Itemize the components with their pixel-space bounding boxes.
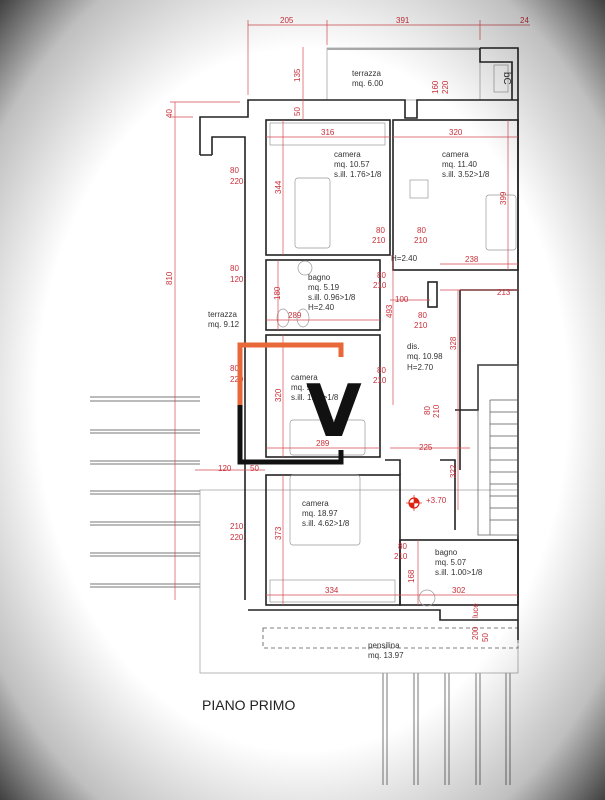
svg-text:120: 120: [218, 464, 232, 473]
svg-text:H=2.70: H=2.70: [407, 363, 434, 372]
room-camera-1: camera mq. 10.57 s.ill. 1.76>1/8 316 344: [274, 128, 382, 194]
svg-text:+3.70: +3.70: [426, 496, 447, 505]
svg-text:mq. 10.98: mq. 10.98: [407, 352, 443, 361]
svg-text:80: 80: [423, 406, 432, 415]
svg-text:210: 210: [414, 236, 428, 245]
room-dis: dis. mq. 10.98 H=2.70: [407, 342, 443, 372]
svg-text:213: 213: [497, 288, 511, 297]
svg-text:mq. 9.12: mq. 9.12: [208, 320, 240, 329]
svg-text:210: 210: [373, 376, 387, 385]
chimney-label: bC: [501, 72, 512, 85]
room-bagno-1: bagno mq. 5.19 s.ill. 0.96>1/8 H=2.40 28…: [273, 273, 356, 320]
svg-text:mq. 6.00: mq. 6.00: [352, 79, 384, 88]
svg-text:80: 80: [398, 542, 407, 551]
svg-text:pensilina: pensilina: [368, 641, 400, 650]
svg-text:bagno: bagno: [308, 273, 331, 282]
svg-text:180: 180: [273, 286, 282, 300]
svg-text:80: 80: [230, 264, 239, 273]
svg-text:100: 100: [395, 295, 409, 304]
svg-text:399: 399: [499, 191, 508, 205]
svg-text:80: 80: [417, 226, 426, 235]
svg-text:200: 200: [471, 626, 480, 640]
pensilina-label: pensilina mq. 13.97: [368, 641, 404, 660]
svg-text:mq. 18.97: mq. 18.97: [302, 509, 338, 518]
svg-text:334: 334: [325, 586, 339, 595]
svg-text:210: 210: [372, 236, 386, 245]
svg-text:camera: camera: [334, 150, 361, 159]
stairs: [477, 364, 519, 536]
svg-text:220: 220: [230, 533, 244, 542]
room-terrazza-top: terrazza mq. 6.00: [352, 69, 384, 88]
svg-text:210: 210: [414, 321, 428, 330]
svg-text:s.ill. 1.00>1/8: s.ill. 1.00>1/8: [435, 568, 483, 577]
terrazza-top-outline: [326, 47, 481, 101]
dim-135: 135: [293, 68, 302, 82]
svg-text:373: 373: [274, 526, 283, 540]
svg-text:H=2.40: H=2.40: [308, 303, 335, 312]
svg-text:210: 210: [394, 552, 408, 561]
dim-205: 205: [280, 16, 294, 25]
svg-text:344: 344: [274, 180, 283, 194]
dim-220: 220: [441, 80, 450, 94]
svg-text:s.ill. 3.52>1/8: s.ill. 3.52>1/8: [442, 170, 490, 179]
svg-text:50: 50: [250, 464, 259, 473]
svg-text:80: 80: [230, 166, 239, 175]
room-terrazza-side: terrazza mq. 9.12: [208, 310, 240, 329]
svg-text:camera: camera: [302, 499, 329, 508]
svg-text:220: 220: [230, 177, 244, 186]
svg-text:80: 80: [377, 366, 386, 375]
svg-text:225: 225: [419, 443, 433, 452]
room-camera-2: camera mq. 11.40 s.ill. 3.52>1/8 320 399: [442, 128, 508, 205]
svg-text:terrazza: terrazza: [208, 310, 237, 319]
svg-text:328: 328: [449, 336, 458, 350]
svg-text:168: 168: [407, 569, 416, 583]
svg-text:50: 50: [481, 633, 490, 642]
dim-24: 24: [520, 16, 529, 25]
svg-text:238: 238: [465, 255, 479, 264]
svg-text:120: 120: [230, 275, 244, 284]
svg-text:s.ill. 0.96>1/8: s.ill. 0.96>1/8: [308, 293, 356, 302]
svg-text:493: 493: [385, 304, 394, 318]
svg-text:mq. 5.19: mq. 5.19: [308, 283, 340, 292]
plan-title: PIANO PRIMO: [202, 697, 295, 713]
svg-text:322: 322: [449, 464, 458, 478]
svg-text:289: 289: [288, 311, 302, 320]
svg-text:316: 316: [321, 128, 335, 137]
svg-text:dis.: dis.: [407, 342, 419, 351]
svg-text:80: 80: [376, 226, 385, 235]
svg-text:terrazza: terrazza: [352, 69, 381, 78]
svg-text:210: 210: [230, 522, 244, 531]
svg-text:s.ill. 4.62>1/8: s.ill. 4.62>1/8: [302, 519, 350, 528]
svg-text:luce: luce: [471, 603, 480, 618]
dim-40: 40: [165, 109, 174, 118]
svg-text:210: 210: [373, 281, 387, 290]
view-marker: V: [237, 342, 362, 465]
svg-text:mq. 5.07: mq. 5.07: [435, 558, 467, 567]
svg-text:80: 80: [418, 311, 427, 320]
svg-text:s.ill. 1.76>1/8: s.ill. 1.76>1/8: [334, 170, 382, 179]
svg-text:mq. 13.97: mq. 13.97: [368, 651, 404, 660]
dim-50: 50: [293, 107, 302, 116]
dim-391: 391: [396, 16, 410, 25]
room-camera-4: camera mq. 18.97 s.ill. 4.62>1/8 334 373: [274, 499, 350, 595]
dim-810: 810: [165, 271, 174, 285]
svg-text:mq. 11.40: mq. 11.40: [442, 160, 478, 169]
svg-text:camera: camera: [442, 150, 469, 159]
svg-text:210: 210: [432, 404, 441, 418]
svg-text:H=2.40: H=2.40: [391, 254, 418, 263]
marker-letter: V: [306, 369, 362, 453]
svg-text:320: 320: [274, 388, 283, 402]
svg-text:302: 302: [452, 586, 466, 595]
level-marker-icon: [406, 495, 422, 511]
svg-text:80: 80: [377, 271, 386, 280]
svg-text:bagno: bagno: [435, 548, 458, 557]
svg-text:320: 320: [449, 128, 463, 137]
dim-160: 160: [431, 80, 440, 94]
pensilina-outline: [199, 489, 519, 674]
svg-text:mq. 10.57: mq. 10.57: [334, 160, 370, 169]
room-bagno-2: bagno mq. 5.07 s.ill. 1.00>1/8 302 168: [407, 548, 483, 595]
